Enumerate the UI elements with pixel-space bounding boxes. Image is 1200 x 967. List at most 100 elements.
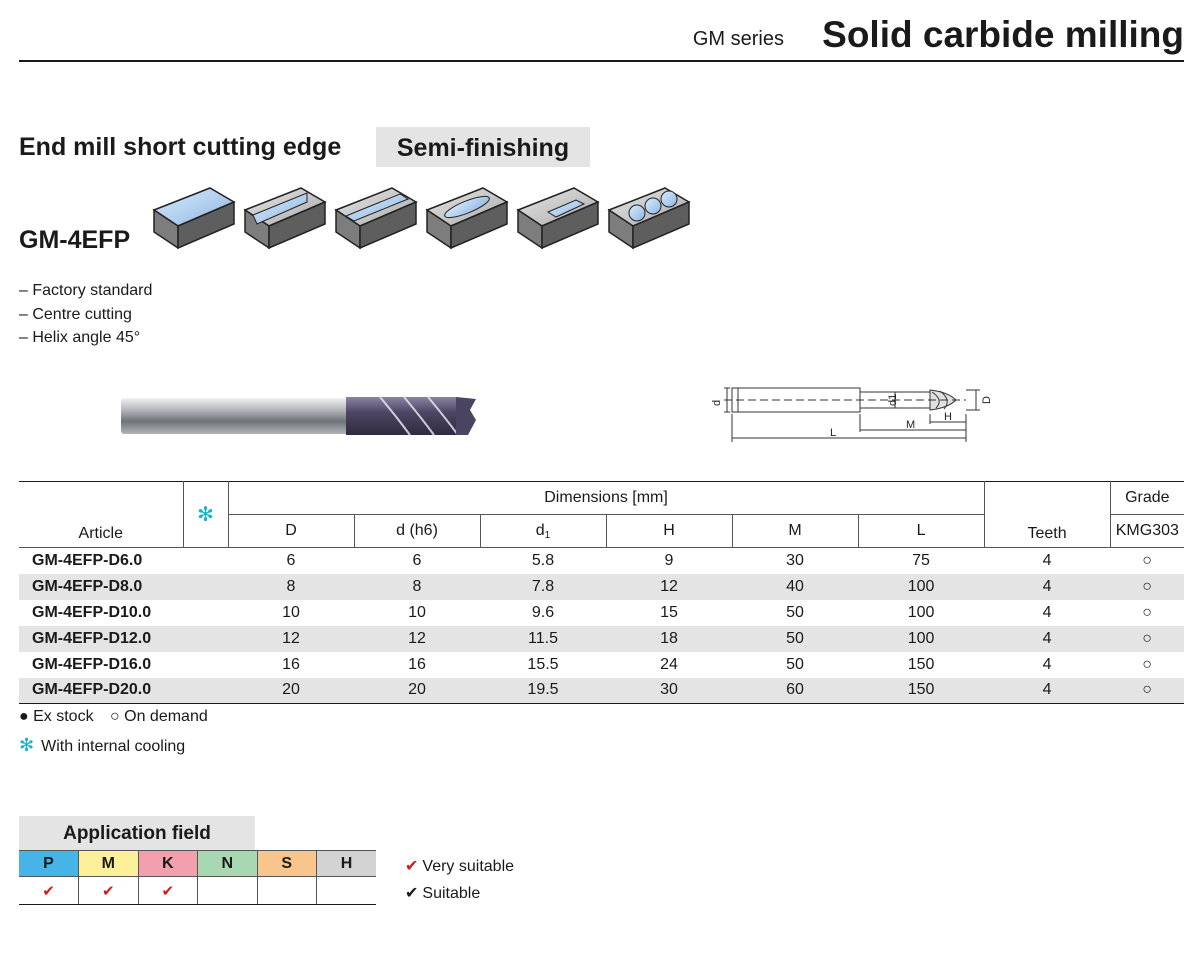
cell-L: 150 — [858, 677, 985, 704]
cell-H: 15 — [660, 603, 678, 621]
check-red-icon: ✔ — [405, 858, 419, 875]
page-title: Solid carbide milling — [822, 14, 1184, 55]
open-pocket-icon — [516, 187, 600, 250]
cell-grade: ○ — [1142, 603, 1152, 621]
pocket-milling-icon — [425, 187, 509, 250]
cell-M: 40 — [732, 573, 858, 600]
cell-grade: ○ — [1142, 655, 1152, 673]
dim-D-label: D — [981, 396, 993, 404]
cooling-cell — [183, 625, 228, 652]
material-s: S — [256, 850, 317, 877]
article-cell: GM-4EFP-D10.0 — [32, 603, 152, 621]
face-milling-icon — [152, 187, 236, 250]
feature-item: – Centre cutting — [19, 305, 132, 323]
cell-H: 24 — [660, 655, 678, 673]
material-k: K — [137, 850, 198, 877]
col-H: H — [605, 514, 733, 548]
cell-teeth: 4 — [1042, 551, 1052, 569]
cell-d1: 7.8 — [480, 573, 606, 600]
cell-M: 30 — [786, 551, 804, 569]
feature-list: – Factory standard – Centre cutting – He… — [19, 279, 152, 350]
cooling-cell — [183, 573, 228, 600]
cooling-cell — [183, 677, 228, 704]
material-m: M — [78, 850, 139, 877]
very-suitable-legend: ✔Very suitable — [405, 853, 514, 880]
cell-teeth: 4 — [1042, 655, 1052, 673]
cell-d1: 15.5 — [527, 655, 559, 673]
stock-legend: ● Ex stock ○ On demand — [19, 708, 220, 726]
on-demand-legend: ○ On demand — [110, 708, 208, 725]
dim-d-label: d — [711, 400, 723, 406]
dim-M-label: M — [906, 419, 915, 431]
cell-M: 50 — [786, 603, 804, 621]
col-dimensions: Dimensions [mm] — [227, 481, 985, 515]
technical-drawing: d d1 D L M H — [711, 387, 993, 442]
feature-item: – Helix angle 45° — [19, 329, 141, 346]
cooling-icon: ✻ — [197, 504, 214, 526]
series-label: GM series — [692, 28, 784, 50]
very-suitable-text: Very suitable — [422, 858, 515, 875]
cooling-cell — [183, 652, 228, 678]
dim-d1-label: d1 — [887, 394, 899, 406]
cell-L: 100 — [858, 625, 985, 652]
cell-d1: 9.6 — [531, 603, 555, 621]
article-cell: GM-4EFP-D6.0 — [32, 551, 143, 569]
cell-H: 18 — [606, 625, 732, 652]
cell-d: 10 — [408, 603, 426, 621]
product-code: GM-4EFP — [19, 226, 131, 254]
col-cooling: ✻ — [182, 481, 229, 548]
cell-L: 75 — [912, 551, 930, 569]
cell-D: 12 — [228, 625, 354, 652]
cell-d1: 5.8 — [531, 551, 555, 569]
cell-grade: ○ — [1110, 677, 1185, 704]
cell-d: 6 — [412, 551, 422, 569]
cell-D: 8 — [228, 573, 354, 600]
material-k-suitability: ✔ — [137, 876, 198, 905]
col-M: M — [731, 514, 859, 548]
suitability-legend: ✔Very suitable ✔Suitable — [405, 853, 514, 907]
cell-d: 16 — [408, 655, 426, 673]
page-header: GM series Solid carbide milling — [19, 8, 1184, 62]
application-field-title: Application field — [19, 816, 255, 850]
cell-D: 20 — [228, 677, 354, 704]
col-grade: Grade — [1109, 481, 1185, 515]
col-article: Article — [19, 481, 184, 548]
cooling-legend-icon: ✻ — [19, 735, 35, 755]
product-subtitle: End mill short cutting edge — [19, 133, 342, 161]
cell-d: 12 — [354, 625, 480, 652]
cooling-legend-text: With internal cooling — [41, 738, 186, 755]
material-n-suitability — [197, 876, 258, 905]
cell-M: 50 — [732, 625, 858, 652]
cell-grade: ○ — [1110, 625, 1185, 652]
cell-H: 12 — [606, 573, 732, 600]
operations-icons — [152, 187, 691, 250]
slotting-icon — [334, 187, 418, 250]
cell-teeth: 4 — [984, 677, 1111, 704]
col-d1: d1 — [479, 514, 607, 548]
cell-H: 30 — [606, 677, 732, 704]
cell-grade: ○ — [1142, 551, 1152, 569]
feature-item: – Factory standard — [19, 282, 153, 299]
cooling-legend: ✻ With internal cooling — [19, 735, 185, 756]
spec-table: Article ✻ Dimensions [mm] Teeth Grade D … — [19, 481, 1185, 704]
material-s-suitability — [256, 876, 317, 905]
shoulder-milling-icon — [243, 187, 327, 250]
article-cell: GM-4EFP-D12.0 — [19, 625, 183, 652]
application-badge: Semi-finishing — [376, 127, 590, 167]
article-cell: GM-4EFP-D20.0 — [19, 677, 183, 704]
cell-d: 20 — [354, 677, 480, 704]
cell-L: 100 — [907, 603, 935, 621]
suitable-text: Suitable — [422, 885, 481, 902]
cell-D: 10 — [282, 603, 300, 621]
cell-D: 16 — [282, 655, 300, 673]
material-m-suitability: ✔ — [78, 876, 139, 905]
col-d1-main: d — [535, 521, 545, 539]
cell-d1: 11.5 — [480, 625, 606, 652]
cell-L: 100 — [858, 573, 985, 600]
